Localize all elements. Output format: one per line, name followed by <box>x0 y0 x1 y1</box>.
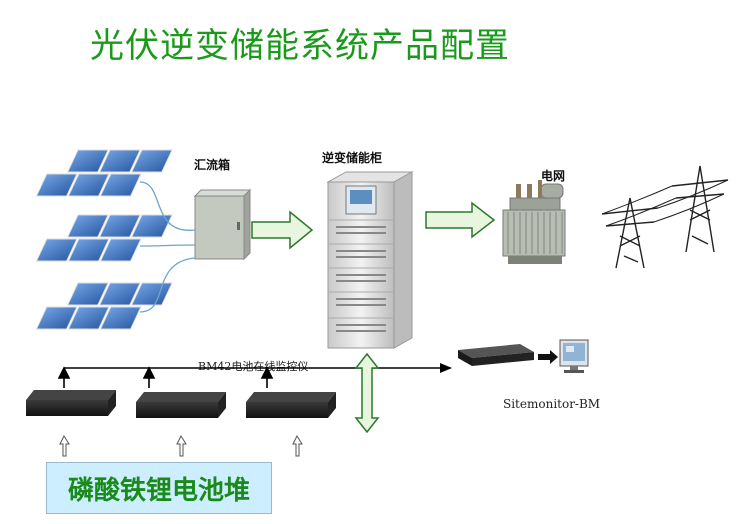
panel-cables <box>139 181 196 313</box>
sitemonitor-label: Sitemonitor-BM <box>503 397 601 411</box>
transformer <box>502 180 566 264</box>
inverter-cabinet <box>326 171 414 349</box>
combiner-box-label: 汇流箱 <box>194 158 231 172</box>
arrow-host-to-pc <box>538 350 558 364</box>
bus-label: BM42电池在线监控仪 <box>198 360 309 373</box>
double-arrow-inverter-bus <box>354 352 380 434</box>
monitor-bus-line <box>64 363 452 373</box>
grid-label: 电网 <box>541 169 566 183</box>
solar-panel-array-1 <box>35 149 173 197</box>
sitemonitor-pc <box>559 339 589 373</box>
inverter-cabinet-label: 逆变储能柜 <box>322 151 383 165</box>
bm-device-1 <box>26 390 116 416</box>
bm-device-2 <box>136 392 226 418</box>
battery-stack-box: 磷酸铁锂电池堆 <box>46 462 272 514</box>
diagram-title: 光伏逆变储能系统产品配置 <box>90 26 510 66</box>
transmission-towers <box>601 165 729 269</box>
bm-device-3 <box>246 392 336 418</box>
combiner-box <box>193 188 252 261</box>
arrow-combiner-to-inverter <box>251 210 314 250</box>
solar-panel-array-3 <box>35 282 173 330</box>
solar-panel-array-2 <box>35 214 173 262</box>
device-up-arrows <box>57 366 274 388</box>
monitor-host-device <box>458 344 534 366</box>
battery-up-arrows <box>59 434 303 457</box>
battery-stack-label: 磷酸铁锂电池堆 <box>67 475 250 506</box>
arrow-inverter-to-grid <box>425 201 496 239</box>
